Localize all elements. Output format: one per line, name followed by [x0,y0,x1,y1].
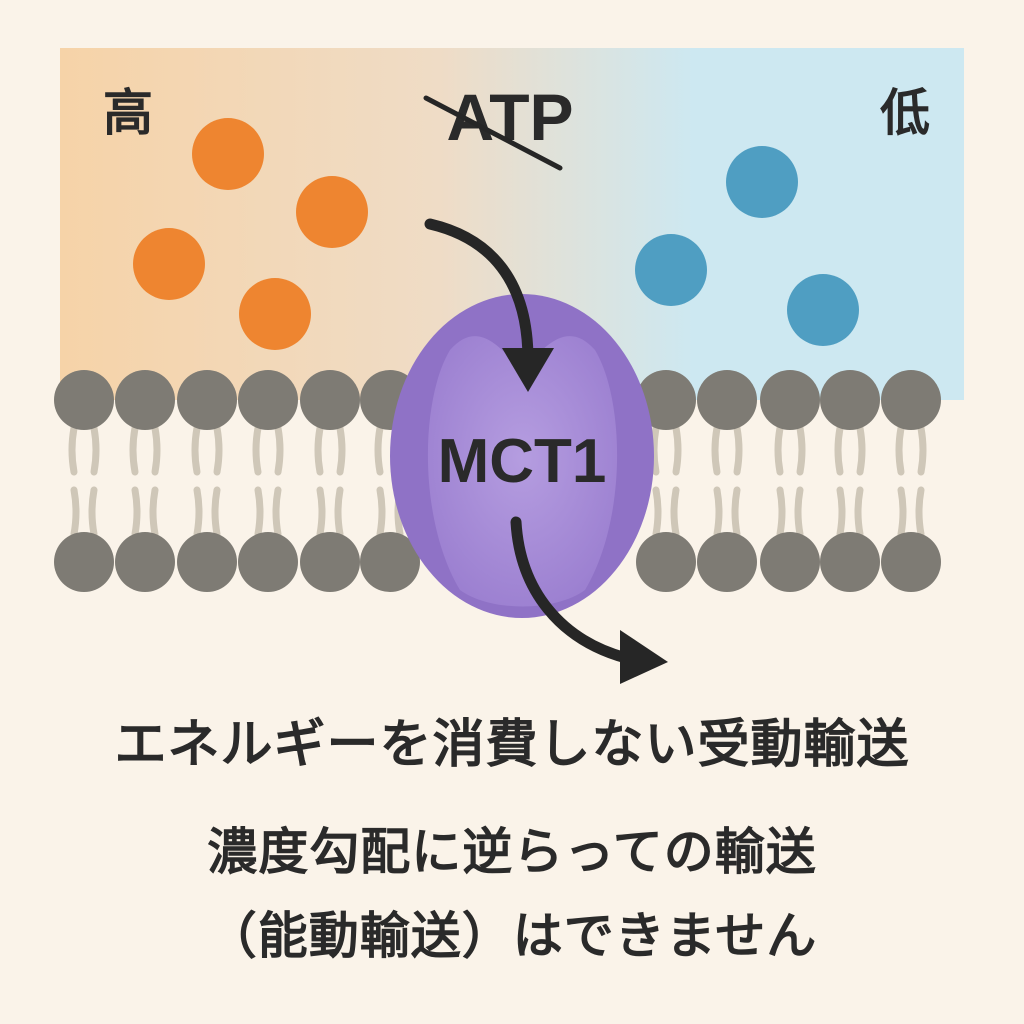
high-molecule [192,118,264,190]
phospholipid-head [177,370,237,430]
high-concentration-label: 高 [103,84,153,142]
phospholipid-tail [149,486,159,538]
phospholipid-tail [193,486,203,538]
low-molecule [635,234,707,306]
phospholipid-head [54,532,114,592]
phospholipid-head [697,532,757,592]
phospholipid-tail [672,424,682,476]
phospholipid-tail [836,486,846,538]
phospholipid-tail [650,424,660,476]
phospholipid-tail [376,486,386,538]
phospholipid-head [238,532,298,592]
phospholipid-tail [713,486,723,538]
phospholipid-tail [314,424,324,476]
phospholipid-tail [794,486,804,538]
phospholipid-head [760,532,820,592]
phospholipid-tail [774,424,784,476]
arrowhead-icon [502,348,554,392]
phospholipid-tail [856,424,866,476]
phospholipid-head [820,532,880,592]
phospholipid-tail [917,424,927,476]
atp-not-used: ATP [423,80,574,171]
phospholipid-tail [374,424,384,476]
phospholipid-tail [254,486,264,538]
phospholipid-tail [854,486,864,538]
high-molecule [133,228,205,300]
phospholipid-head [881,370,941,430]
phospholipid-tail [652,486,662,538]
phospholipid-tail [70,486,80,538]
strikethrough-line-icon [423,95,563,171]
phospholipid-head [636,532,696,592]
main-caption: エネルギーを消費しない受動輸送 [114,715,910,775]
phospholipid-tail [336,424,346,476]
phospholipid-head [300,532,360,592]
phospholipid-head [820,370,880,430]
mct1-transporter: MCT1 [390,294,654,618]
phospholipid-tail [733,424,743,476]
phospholipid-tail [895,424,905,476]
phospholipid-tail [90,424,100,476]
phospholipid-head [238,370,298,430]
low-molecule [726,146,798,218]
phospholipid-head [115,532,175,592]
phospholipid-tail [213,424,223,476]
phospholipid-head [300,370,360,430]
arrowhead-icon [620,630,668,684]
phospholipid-tail [897,486,907,538]
phospholipid-tail [129,424,139,476]
low-molecule [787,274,859,346]
phospholipid-tail [776,486,786,538]
flow-arrow-out [510,516,668,684]
phospholipid-tail [151,424,161,476]
sub-caption-line-1: 濃度勾配に逆らっての輸送 [207,823,817,881]
phospholipid-tail [88,486,98,538]
lipid-heads-upper [54,370,941,430]
phospholipid-tail [252,424,262,476]
phospholipid-head [54,370,114,430]
phospholipid-head [881,532,941,592]
high-molecule [296,176,368,248]
low-concentration-molecules [635,146,859,346]
phospholipid-tail [272,486,282,538]
sub-caption-line-2: （能動輸送）はできません [206,907,818,965]
phospholipid-head [177,532,237,592]
phospholipid-tail [274,424,284,476]
phospholipid-tail [68,424,78,476]
phospholipid-head [697,370,757,430]
phospholipid-tail [211,486,221,538]
phospholipid-tail [334,486,344,538]
high-concentration-molecules [133,118,368,350]
phospholipid-head [115,370,175,430]
lipid-tails-lower [70,486,925,538]
phospholipid-head [760,370,820,430]
phospholipid-tail [131,486,141,538]
phospholipid-tail [915,486,925,538]
phospholipid-head [636,370,696,430]
transporter-label: MCT1 [438,427,607,496]
phospholipid-tail [731,486,741,538]
phospholipid-head [360,532,420,592]
high-molecule [239,278,311,350]
phospholipid-tail [796,424,806,476]
phospholipid-tail [316,486,326,538]
phospholipid-tail [711,424,721,476]
flow-arrow-in [424,218,554,392]
phospholipid-tail [670,486,680,538]
phospholipid-tail [834,424,844,476]
low-concentration-label: 低 [880,84,930,142]
phospholipid-tail [191,424,201,476]
lipid-heads-lower [54,532,941,592]
